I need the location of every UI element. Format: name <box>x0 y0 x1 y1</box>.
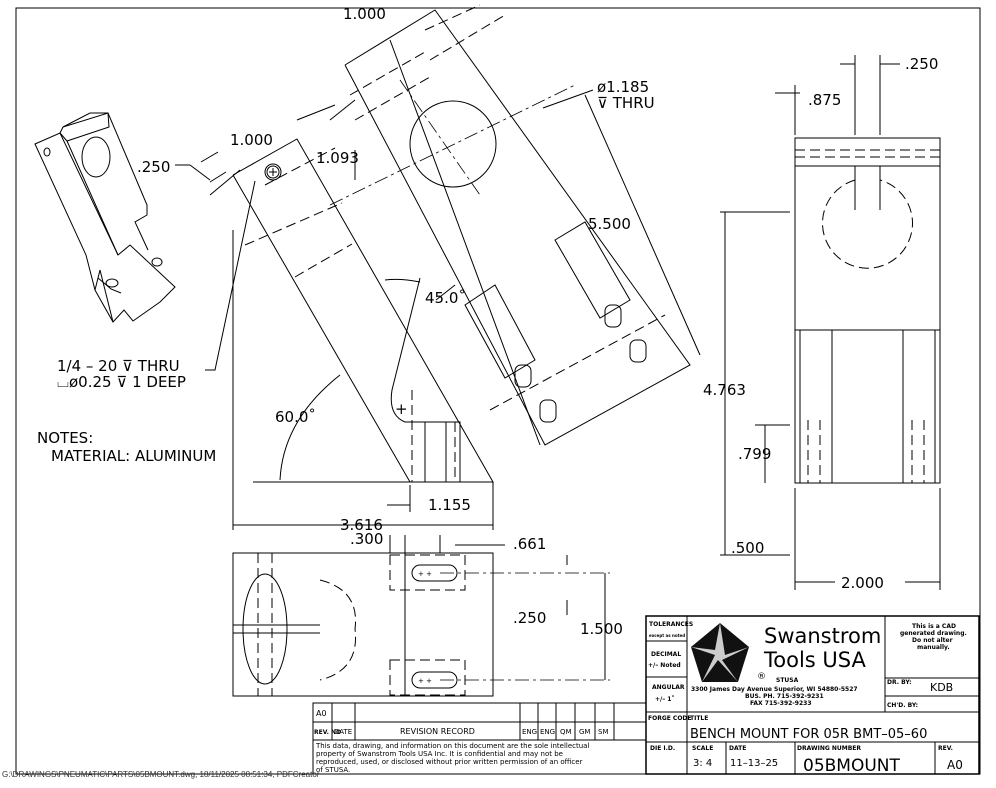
rev-header-record: REVISION RECORD <box>400 727 475 736</box>
scale-value: 3: 4 <box>693 758 712 769</box>
dim-875: .875 <box>808 91 841 109</box>
rev-header-eng2: ENG <box>540 728 555 736</box>
disclaimer-line4: of STUSA. <box>316 766 350 774</box>
rev-entry: A0 <box>316 709 327 718</box>
drawing-number-value: 05BMOUNT <box>803 756 901 776</box>
die-id-label: DIE I.D. <box>650 745 675 752</box>
dim-5500: 5.500 <box>588 215 631 233</box>
dim-2000: 2.000 <box>841 574 884 592</box>
cad-notice-line2: generated drawing. <box>900 630 967 637</box>
dim-hole-thru: ⊽ THRU <box>597 94 655 112</box>
except-noted: except as noted <box>649 633 685 638</box>
forge-code-label: FORGE CODE <box>648 715 692 722</box>
cad-notice-line4: manually. <box>917 644 950 651</box>
dimension-labels: 1.000 1.000 .250 1.093 ø1.185 ⊽ THRU 5.5… <box>37 5 938 638</box>
scale-label: SCALE <box>692 745 713 752</box>
hole-callout-line2: ⌴ø0.25 ⊽ 1 DEEP <box>57 373 186 391</box>
tolerances-label: TOLERANCES <box>649 621 693 628</box>
angled-view: + <box>232 4 691 483</box>
dim-1000-left: 1.000 <box>230 131 273 149</box>
company-phone: BUS. PH. 715-392-9231 <box>745 693 824 700</box>
dr-by-label: DR. BY: <box>887 679 912 686</box>
svg-text:+ +: + + <box>418 570 432 578</box>
rev-header-sm: SM <box>598 728 608 736</box>
title-block: TOLERANCES except as noted DECIMAL +/– N… <box>645 615 980 776</box>
rev-header-rev-no: REV. NO <box>314 729 341 736</box>
drawing-title: BENCH MOUNT FOR 05R BMT–05–60 <box>690 727 927 742</box>
date-value: 11–13–25 <box>730 758 778 769</box>
dim-1155: 1.155 <box>428 496 471 514</box>
cad-notice-line1: This is a CAD <box>912 623 956 630</box>
company-address: 3300 James Day Avenue Superior, WI 54880… <box>691 686 858 693</box>
dim-250-right: .250 <box>905 55 938 73</box>
hole-callout-line1: 1/4 – 20 ⊽ THRU <box>57 357 180 375</box>
rev-header-qm: QM <box>560 728 572 736</box>
company-name-line1: Swanstrom <box>764 624 881 648</box>
registered-mark: ® <box>757 672 766 682</box>
dim-799: .799 <box>738 445 771 463</box>
notes-material: MATERIAL: ALUMINUM <box>51 447 216 465</box>
file-path-footer: G:\DRAWINGS\PNEUMATIC\PARTS\05BMOUNT.dwg… <box>2 770 320 779</box>
disclaimer-line2: property of Swanstrom Tools USA Inc. It … <box>316 750 563 758</box>
date-label: DATE <box>729 745 746 752</box>
angular-value: +/– 1˚ <box>655 696 674 703</box>
rev-value: A0 <box>947 758 963 772</box>
company-name-line2: Tools USA <box>763 648 866 672</box>
rev-header-eng1: ENG <box>522 728 537 736</box>
dim-4763: 4.763 <box>703 381 746 399</box>
company-fax: FAX 715-392-9233 <box>750 700 812 707</box>
dim-250-left: .250 <box>137 158 170 176</box>
revision-block: A0 REV. NO DATE REVISION RECORD ENG ENG … <box>312 702 647 775</box>
angular-label: ANGULAR <box>652 684 685 691</box>
svg-text:+: + <box>395 400 408 418</box>
disclaimer-line3: reproduced, used, or disclosed without p… <box>316 758 583 766</box>
company-logo <box>691 623 749 682</box>
angled-view-dimensions <box>175 89 701 530</box>
rev-header-date: DATE <box>334 728 352 736</box>
svg-text:+ +: + + <box>418 677 432 685</box>
bottom-view: + + + + <box>232 535 610 697</box>
decimal-label: DECIMAL <box>651 651 681 658</box>
dim-hole-dia: ø1.185 <box>597 78 649 96</box>
dim-3616: 3.616 <box>340 516 383 534</box>
drawing-number-label: DRAWING NUMBER <box>797 745 861 752</box>
dim-300: .300 <box>350 530 383 548</box>
dim-661: .661 <box>513 535 546 553</box>
cad-notice-line3: Do not alter <box>912 637 953 644</box>
dim-60-angle: 60.0˚ <box>275 408 316 426</box>
dim-250-bottom: .250 <box>513 609 546 627</box>
dim-1093: 1.093 <box>316 149 359 167</box>
decimal-value: +/– Noted <box>648 662 681 669</box>
dim-1000-top: 1.000 <box>343 5 386 23</box>
stusa-label: STUSA <box>776 677 799 684</box>
side-view <box>720 55 941 590</box>
dr-by-value: KDB <box>930 681 953 694</box>
dim-500: .500 <box>731 539 764 557</box>
isometric-view <box>34 112 176 323</box>
dim-1500: 1.500 <box>580 620 623 638</box>
title-label: TITLE <box>690 715 708 722</box>
disclaimer-line1: This data, drawing, and information on t… <box>315 742 589 750</box>
rev-header-gm: GM <box>579 728 590 736</box>
chd-by-label: CH'D. BY: <box>887 702 918 709</box>
notes-heading: NOTES: <box>37 429 93 447</box>
dim-45-angle: 45.0˚ <box>425 289 466 307</box>
rev-label: REV. <box>938 745 953 752</box>
